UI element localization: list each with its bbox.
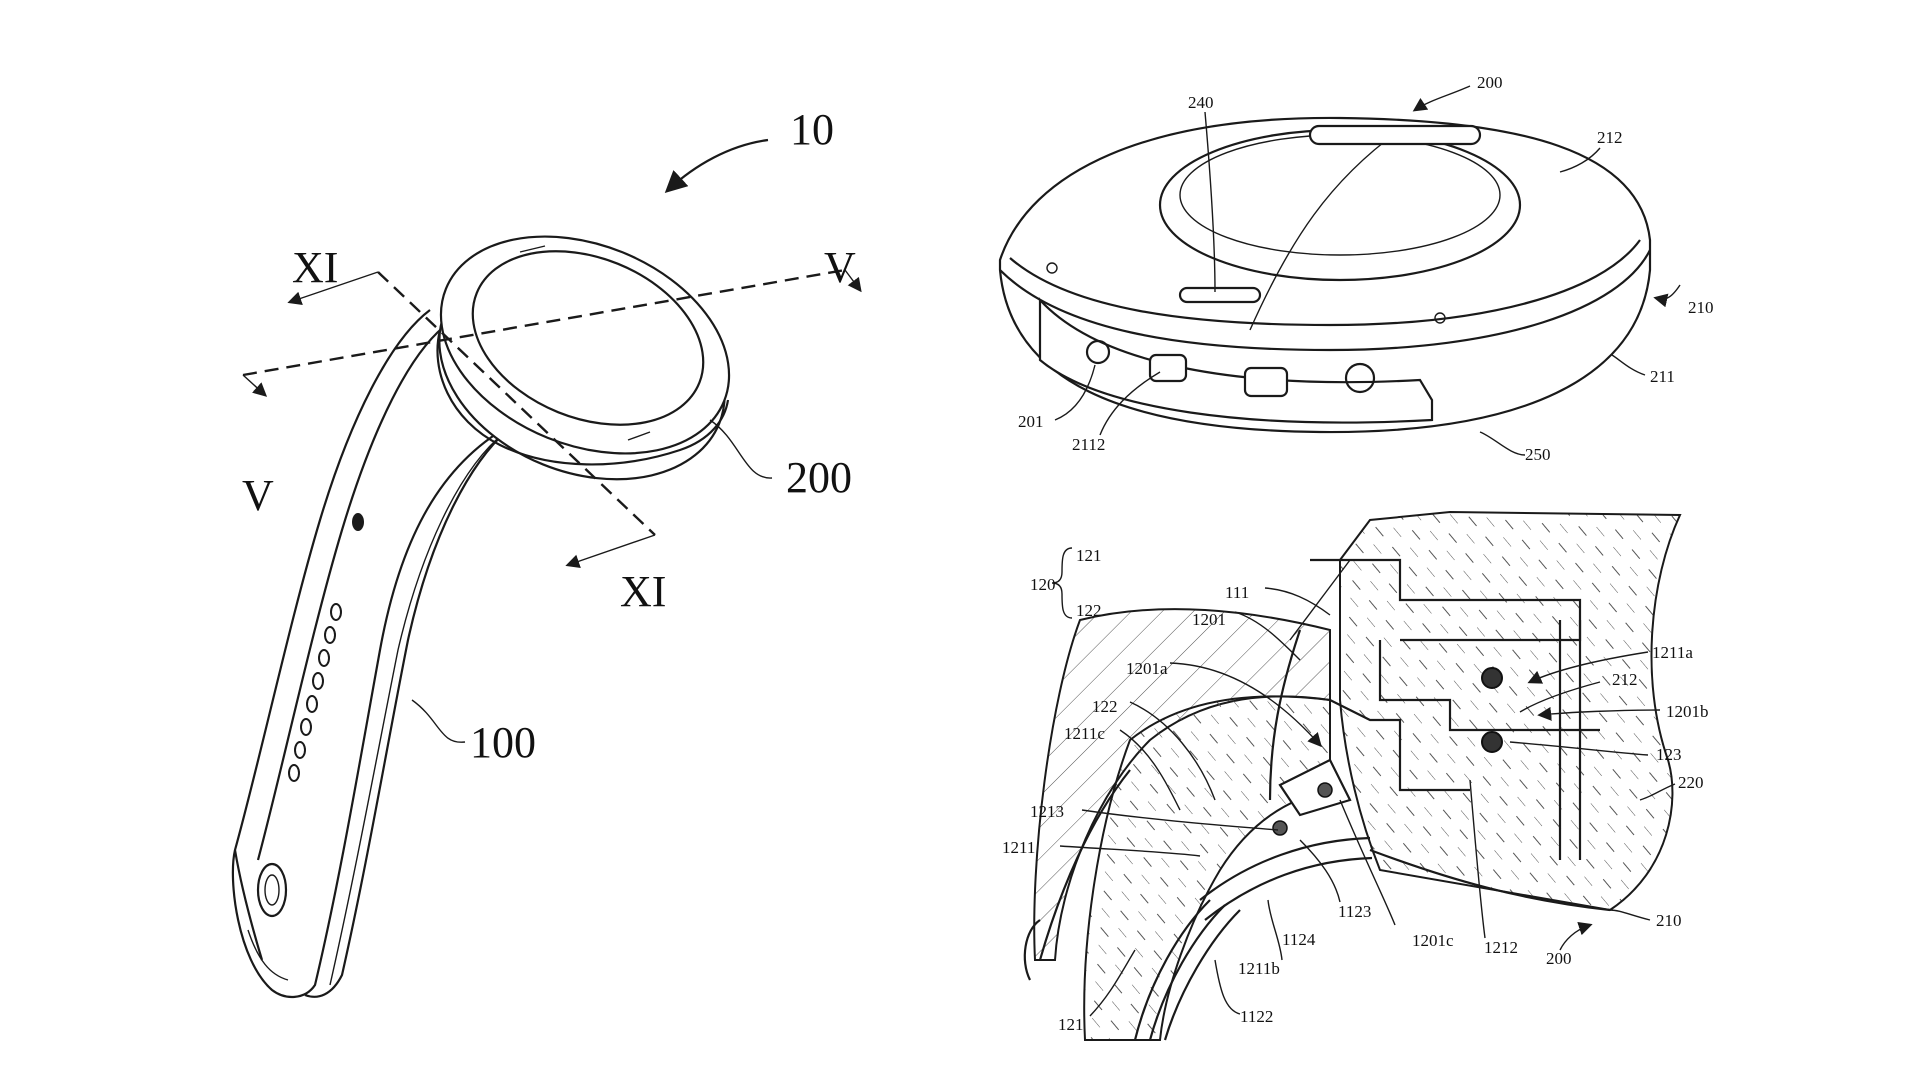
label-220: 220 bbox=[1678, 773, 1704, 792]
label-1213: 1213 bbox=[1030, 802, 1064, 821]
label-210: 210 bbox=[1656, 911, 1682, 930]
band-body bbox=[231, 309, 521, 998]
port-panel bbox=[1038, 297, 1434, 424]
port-icon-2 bbox=[1243, 366, 1289, 398]
side-label: 211 bbox=[1650, 367, 1675, 386]
module-leaders bbox=[1054, 85, 1681, 456]
label-1122: 1122 bbox=[1240, 1007, 1273, 1026]
buckle-icon bbox=[247, 862, 289, 981]
label-1212: 1212 bbox=[1484, 938, 1518, 957]
label-200: 200 bbox=[1546, 949, 1572, 968]
port-label: 2112 bbox=[1072, 435, 1105, 454]
label-1201c: 1201c bbox=[1412, 931, 1454, 950]
hole-icon bbox=[1085, 339, 1111, 365]
label-1211c: 1211c bbox=[1064, 724, 1105, 743]
section-view: 120 121 122 111 1201 1201a 122 1211c 121… bbox=[1002, 510, 1709, 1041]
brace-icon bbox=[1051, 547, 1073, 619]
group-a-label: 121 bbox=[1076, 546, 1102, 565]
module-view: 200 240 212 210 211 201 2112 250 bbox=[998, 73, 1714, 464]
port-icon bbox=[1148, 353, 1188, 383]
label-123: 123 bbox=[1656, 745, 1682, 764]
o-ring-icon-2 bbox=[1481, 731, 1503, 753]
label-1123: 1123 bbox=[1338, 902, 1371, 921]
section-v-right-label: V bbox=[824, 243, 856, 292]
hole-label: 201 bbox=[1018, 412, 1044, 431]
seal-icon-2 bbox=[1272, 820, 1288, 836]
section-v-left-label: V bbox=[242, 471, 274, 520]
section-lines bbox=[242, 268, 862, 568]
section-xi-top-label: XI bbox=[292, 243, 338, 292]
watch-head bbox=[436, 235, 731, 481]
device-leaders bbox=[411, 138, 773, 743]
label-1201b: 1201b bbox=[1666, 702, 1709, 721]
label-111: 111 bbox=[1225, 583, 1249, 602]
top-part-label: 240 bbox=[1188, 93, 1214, 112]
label-212: 212 bbox=[1612, 670, 1638, 689]
seal-icon bbox=[1317, 782, 1333, 798]
group-label: 120 bbox=[1030, 575, 1056, 594]
section-xi-bottom-label: XI bbox=[620, 567, 666, 616]
shell-label: 210 bbox=[1688, 298, 1714, 317]
strap-holes bbox=[288, 603, 342, 782]
button-icon bbox=[1344, 362, 1376, 394]
device-view: 10 100 200 XI XI V V bbox=[231, 105, 862, 998]
module-number-label: 200 bbox=[1477, 73, 1503, 92]
band-label: 100 bbox=[470, 718, 536, 767]
label-1201a: 1201a bbox=[1126, 659, 1168, 678]
device-label: 10 bbox=[790, 105, 834, 154]
cover-label: 212 bbox=[1597, 128, 1623, 147]
section-leaders bbox=[1059, 587, 1676, 1017]
module-label: 200 bbox=[786, 453, 852, 502]
label-1201: 1201 bbox=[1192, 610, 1226, 629]
o-ring-icon bbox=[1481, 667, 1503, 689]
group-b-label: 122 bbox=[1076, 601, 1102, 620]
label-1211: 1211 bbox=[1002, 838, 1035, 857]
label-121: 121 bbox=[1058, 1015, 1084, 1034]
label-1211b: 1211b bbox=[1238, 959, 1280, 978]
label-1211a: 1211a bbox=[1652, 643, 1693, 662]
label-1124: 1124 bbox=[1282, 930, 1316, 949]
bottom-label: 250 bbox=[1525, 445, 1551, 464]
label-122: 122 bbox=[1092, 697, 1118, 716]
